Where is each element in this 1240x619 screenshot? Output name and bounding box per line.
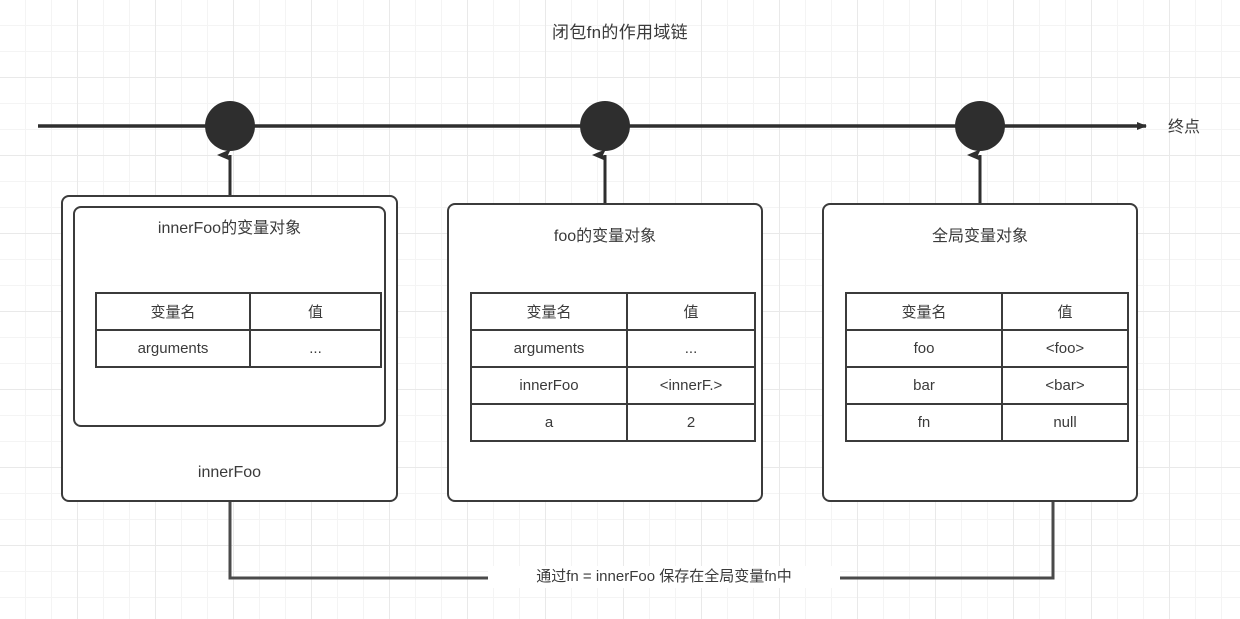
table-row: foo <foo> bbox=[845, 329, 1129, 368]
cell-variable-name: arguments bbox=[470, 329, 628, 368]
cell-variable-value: ... bbox=[626, 329, 756, 368]
cell-variable-value: <innerF.> bbox=[626, 366, 756, 405]
table-row: fn null bbox=[845, 403, 1129, 442]
cell-variable-name: bar bbox=[845, 366, 1003, 405]
timeline-marker-innerfoo bbox=[205, 101, 255, 151]
table-row: bar <bar> bbox=[845, 366, 1129, 405]
fn-reference-caption: 通过fn = innerFoo 保存在全局变量fn中 bbox=[488, 566, 840, 588]
cell-variable-value: <foo> bbox=[1001, 329, 1129, 368]
vo-table-innerfoo: 变量名 值 arguments ... bbox=[95, 292, 382, 368]
table-row: arguments ... bbox=[95, 329, 382, 368]
scope-vo-title-foo: foo的变量对象 bbox=[553, 228, 657, 245]
timeline-end-label: 终点 bbox=[1168, 119, 1201, 136]
cell-variable-value: <bar> bbox=[1001, 366, 1129, 405]
vo-table-foo: 变量名 值 arguments ... innerFoo <innerF.> a… bbox=[470, 292, 756, 442]
header-variable-value: 值 bbox=[249, 292, 382, 331]
cell-variable-value: 2 bbox=[626, 403, 756, 442]
scope-vo-title-innerfoo: innerFoo的变量对象 bbox=[157, 220, 302, 237]
timeline-marker-global bbox=[955, 101, 1005, 151]
table-header-row: 变量名 值 bbox=[95, 292, 382, 331]
cell-variable-name: foo bbox=[845, 329, 1003, 368]
table-row: arguments ... bbox=[470, 329, 756, 368]
header-variable-name: 变量名 bbox=[95, 292, 251, 331]
cell-variable-name: innerFoo bbox=[470, 366, 628, 405]
cell-variable-value: ... bbox=[249, 329, 382, 368]
page-title: 闭包fn的作用域链 bbox=[552, 23, 688, 42]
header-variable-value: 值 bbox=[1001, 292, 1129, 331]
table-row: a 2 bbox=[470, 403, 756, 442]
table-header-row: 变量名 值 bbox=[470, 292, 756, 331]
cell-variable-name: fn bbox=[845, 403, 1003, 442]
header-variable-value: 值 bbox=[626, 292, 756, 331]
timeline-marker-foo bbox=[580, 101, 630, 151]
table-row: innerFoo <innerF.> bbox=[470, 366, 756, 405]
scope-vo-title-global: 全局变量对象 bbox=[931, 228, 1028, 245]
cell-variable-name: a bbox=[470, 403, 628, 442]
header-variable-name: 变量名 bbox=[845, 292, 1003, 331]
vo-table-global: 变量名 值 foo <foo> bar <bar> fn null bbox=[845, 292, 1129, 442]
table-header-row: 变量名 值 bbox=[845, 292, 1129, 331]
header-variable-name: 变量名 bbox=[470, 292, 628, 331]
cell-variable-value: null bbox=[1001, 403, 1129, 442]
cell-variable-name: arguments bbox=[95, 329, 251, 368]
scope-frame-label-innerfoo: innerFoo bbox=[197, 464, 262, 481]
